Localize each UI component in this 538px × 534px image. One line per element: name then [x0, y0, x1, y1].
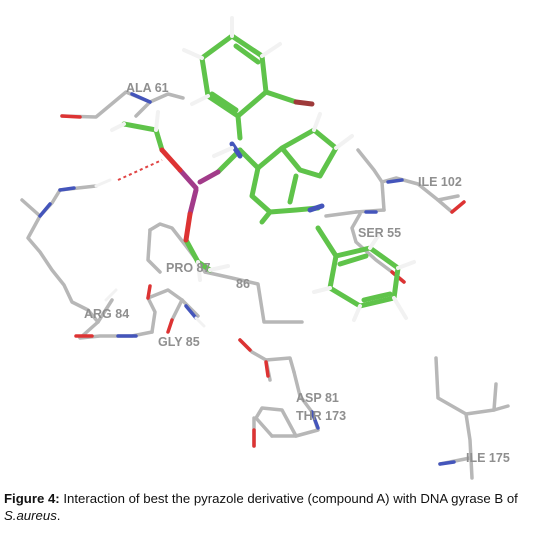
residue-labels: ALA 61 ILE 102 SER 55 PRO 87 86 ARG 84 G…: [84, 81, 510, 465]
hydrogen-bond: [117, 159, 163, 181]
ligand-hydrogens: [110, 16, 416, 322]
ligand-ethyl-groups: [121, 121, 213, 273]
label-ile102: ILE 102: [418, 175, 462, 189]
label-arg84: ARG 84: [84, 307, 129, 321]
ligand-bromophenyl-ring: [199, 33, 299, 141]
label-thr173: THR 173: [296, 409, 346, 423]
protein-heteroatoms: [38, 92, 466, 466]
label-ile175: ILE 175: [466, 451, 510, 465]
caption-lead: Figure 4:: [4, 491, 60, 506]
protein-hydrogens: [94, 178, 206, 328]
caption-text: Interaction of best the pyrazole derivat…: [59, 491, 518, 506]
residue-gly85: [146, 222, 304, 334]
residue-ala61: [60, 90, 185, 119]
figure-caption: Figure 4: Interaction of best the pyrazo…: [4, 490, 534, 524]
ligand-heteroatoms: [159, 99, 325, 243]
label-res86: 86: [236, 277, 250, 291]
label-gly85: GLY 85: [158, 335, 200, 349]
label-ser55: SER 55: [358, 226, 401, 240]
label-pro: PRO 87: [166, 261, 211, 275]
caption-end: .: [56, 508, 61, 523]
label-ala61: ALA 61: [126, 81, 169, 95]
caption-organism: S.aureus: [4, 508, 57, 523]
label-asp81: ASP 81: [296, 391, 339, 405]
molecular-docking-figure: ALA 61 ILE 102 SER 55 PRO 87 86 ARG 84 G…: [20, 16, 510, 480]
protein-residues: [20, 90, 510, 480]
